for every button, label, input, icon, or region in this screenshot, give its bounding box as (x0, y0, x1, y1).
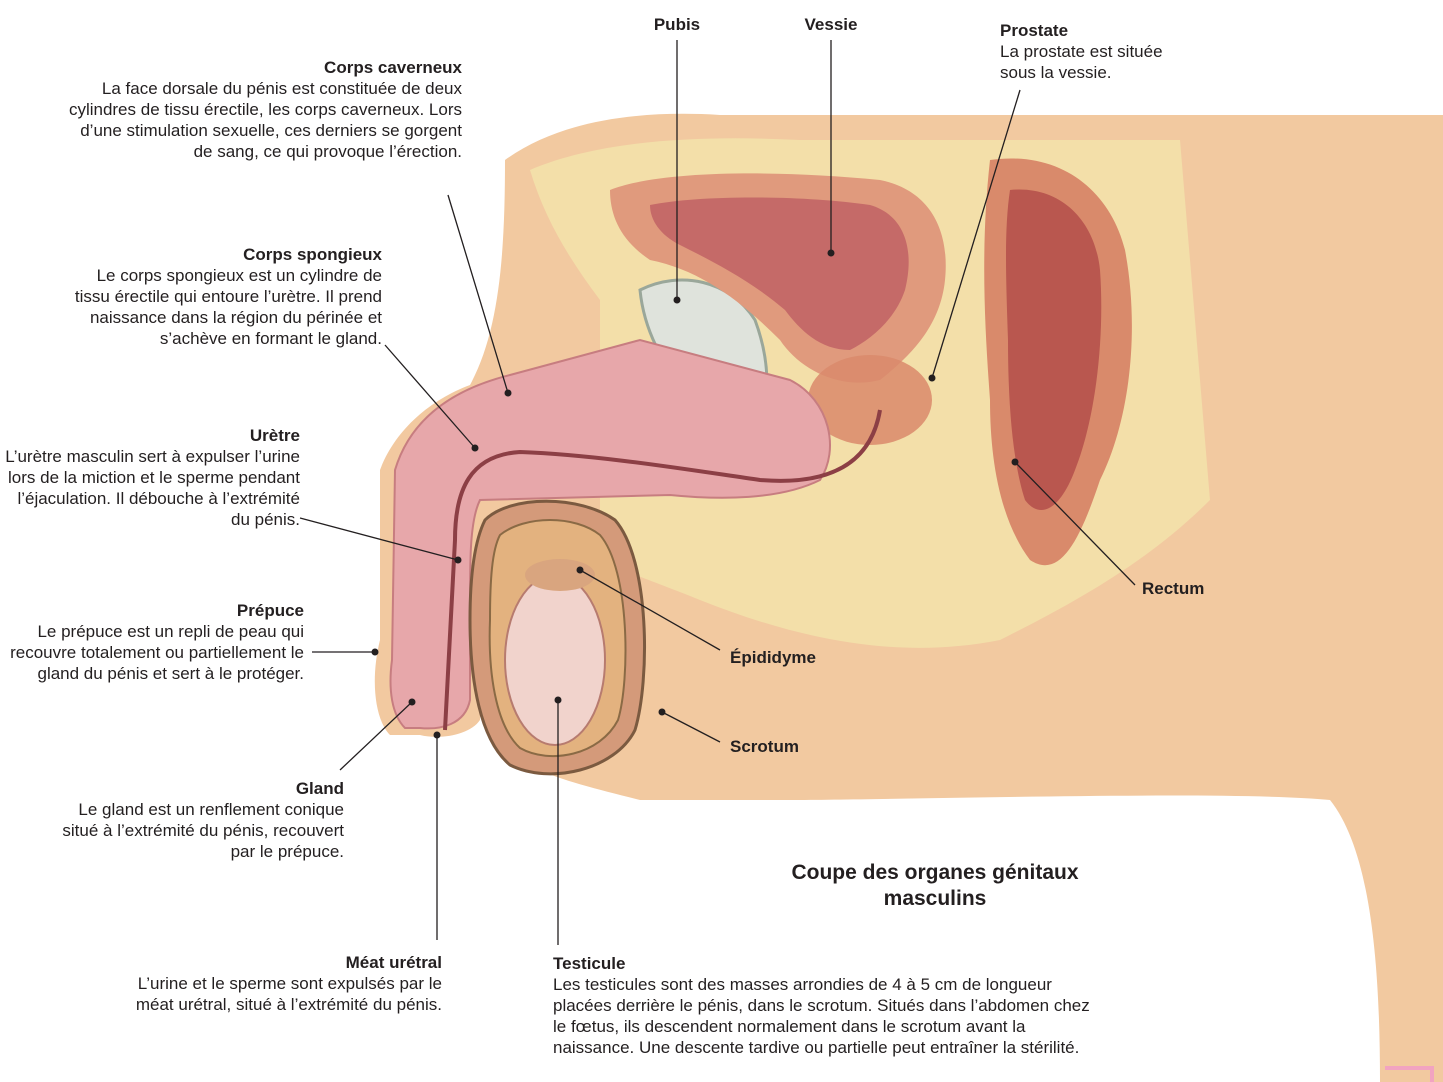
label-testicule: Testicule Les testicules sont des masses… (553, 953, 1093, 1058)
label-meat-text: L’urine et le sperme sont expulsés par l… (130, 973, 442, 1015)
label-testicule-text: Les testicules sont des masses arrondies… (553, 974, 1093, 1058)
label-vessie: Vessie (771, 14, 891, 35)
label-testicule-title: Testicule (553, 953, 1093, 974)
label-gland-title: Gland (60, 778, 344, 799)
label-prepuce-text: Le prépuce est un repli de peau qui reco… (0, 621, 304, 684)
leader-gland (340, 702, 412, 770)
label-rectum: Rectum (1142, 578, 1262, 599)
label-corps-spongieux-text: Le corps spongieux est un cylindre de ti… (60, 265, 382, 349)
label-prostate-text: La prostate est située sous la vessie. (1000, 41, 1200, 83)
label-pubis-title: Pubis (617, 14, 737, 35)
label-prostate: Prostate La prostate est située sous la … (1000, 20, 1200, 83)
testis (505, 575, 605, 745)
diagram-caption: Coupe des organes génitaux masculins (760, 860, 1110, 912)
epididymis (525, 559, 595, 591)
label-gland-text: Le gland est un renflement conique situé… (60, 799, 344, 862)
label-gland: Gland Le gland est un renflement conique… (60, 778, 344, 862)
label-meat: Méat urétral L’urine et le sperme sont e… (130, 952, 442, 1015)
label-epididyme-title: Épididyme (730, 647, 870, 668)
label-corps-spongieux-title: Corps spongieux (60, 244, 382, 265)
label-prostate-title: Prostate (1000, 20, 1200, 41)
label-rectum-title: Rectum (1142, 578, 1262, 599)
label-scrotum: Scrotum (730, 736, 870, 757)
label-corps-caverneux-title: Corps caverneux (60, 57, 462, 78)
label-pubis: Pubis (617, 14, 737, 35)
label-scrotum-title: Scrotum (730, 736, 870, 757)
label-vessie-title: Vessie (771, 14, 891, 35)
label-corps-caverneux-text: La face dorsale du pénis est constituée … (60, 78, 462, 162)
label-epididyme: Épididyme (730, 647, 870, 668)
label-corps-caverneux: Corps caverneux La face dorsale du pénis… (60, 57, 462, 162)
label-uretre-title: Urètre (0, 425, 300, 446)
label-uretre: Urètre L’urètre masculin sert à expulser… (0, 425, 300, 530)
label-meat-title: Méat urétral (130, 952, 442, 973)
label-prepuce-title: Prépuce (0, 600, 304, 621)
label-uretre-text: L’urètre masculin sert à expulser l’urin… (0, 446, 300, 530)
label-corps-spongieux: Corps spongieux Le corps spongieux est u… (60, 244, 382, 349)
label-prepuce: Prépuce Le prépuce est un repli de peau … (0, 600, 304, 684)
